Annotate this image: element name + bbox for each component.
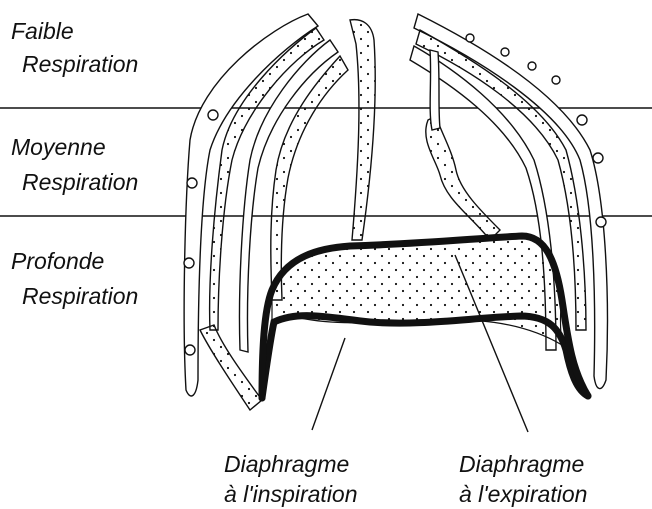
right-rib-cage bbox=[410, 14, 607, 389]
label-profonde-line2: Respiration bbox=[22, 281, 138, 311]
label-moyenne-line1: Moyenne bbox=[11, 132, 106, 162]
left-rib-cage bbox=[184, 14, 375, 410]
callout-expiration-line1: Diaphragme bbox=[459, 449, 584, 479]
label-moyenne-line2: Respiration bbox=[22, 167, 138, 197]
callout-inspiration-line2: à l'inspiration bbox=[224, 479, 358, 509]
callout-inspiration-line1: Diaphragme bbox=[224, 449, 349, 479]
label-faible-line2: Respiration bbox=[22, 49, 138, 79]
callout-expiration-line2: à l'expiration bbox=[459, 479, 587, 509]
label-profonde-line1: Profonde bbox=[11, 246, 104, 276]
label-faible-line1: Faible bbox=[11, 16, 74, 46]
leader-line-inspiration bbox=[312, 338, 345, 430]
